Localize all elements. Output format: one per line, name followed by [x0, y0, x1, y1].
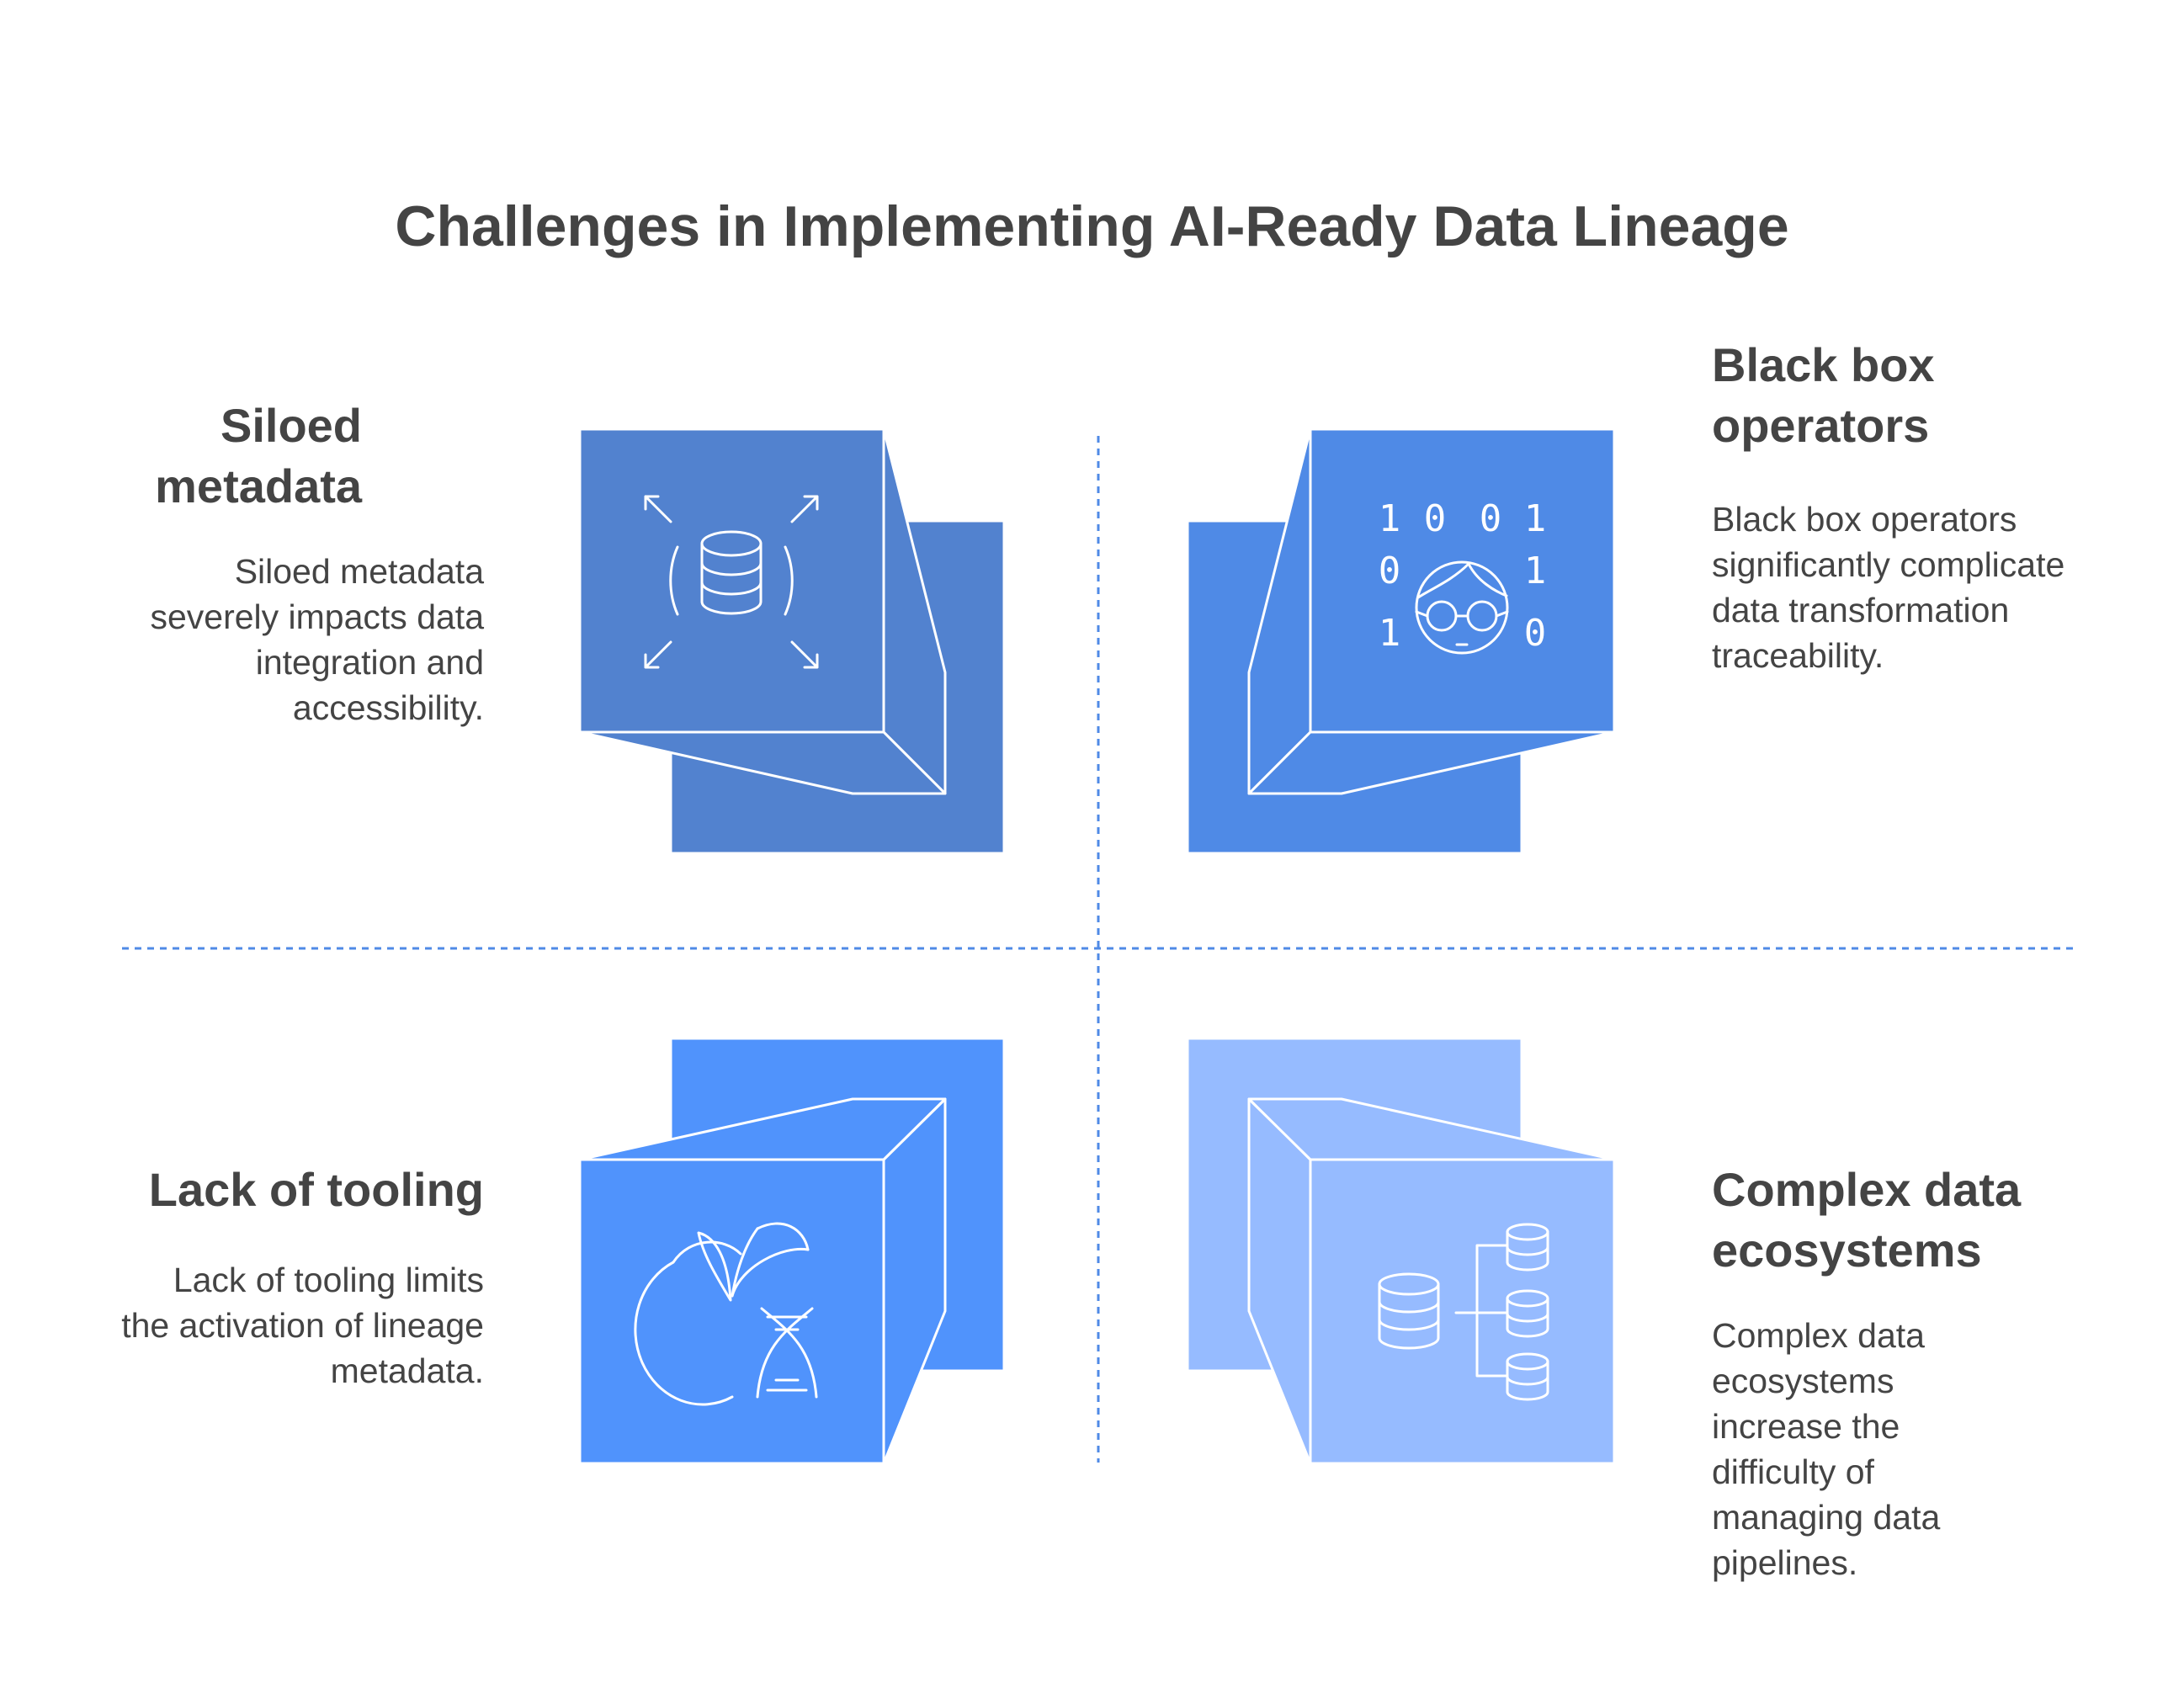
database-expand-icon — [644, 495, 819, 669]
quadrant-description: Complex data ecosystems increase the dif… — [1712, 1316, 1941, 1582]
binary-digit: 1 — [1379, 612, 1401, 655]
quadrant-description: Black box operators significantly compli… — [1712, 500, 2065, 675]
binary-digit: 0 — [1480, 497, 1502, 540]
binary-person-icon: 1 0 0 1 0 1 1 0 — [1379, 497, 1547, 655]
apple-dna-icon — [634, 1222, 818, 1406]
binary-digit: 1 — [1379, 497, 1401, 540]
quadrant-description: Lack of tooling limits the activation of… — [121, 1261, 484, 1390]
binary-digit: 1 — [1524, 550, 1547, 592]
quadrant-title: Siloed metadata — [155, 399, 362, 512]
binary-digit: 1 — [1524, 497, 1547, 540]
black-box-operators-box — [1186, 427, 1616, 855]
binary-digit: 0 — [1524, 612, 1547, 655]
quadrant-title: Black box operators — [1712, 338, 1935, 452]
quadrant-title: Complex data ecosystems — [1712, 1163, 2022, 1277]
complex-data-ecosystems-box — [1186, 1037, 1616, 1465]
siloed-metadata-box — [578, 427, 1006, 855]
quadrant-description: Siloed metadata severely impacts data in… — [150, 552, 484, 727]
quadrant-title: Lack of tooling — [148, 1163, 484, 1216]
page-title: Challenges in Implementing AI-Ready Data… — [395, 194, 1789, 258]
lack-of-tooling-box — [578, 1037, 1006, 1465]
binary-digit: 0 — [1379, 550, 1401, 592]
database-network-icon — [1378, 1223, 1549, 1401]
binary-digit: 0 — [1424, 497, 1447, 540]
